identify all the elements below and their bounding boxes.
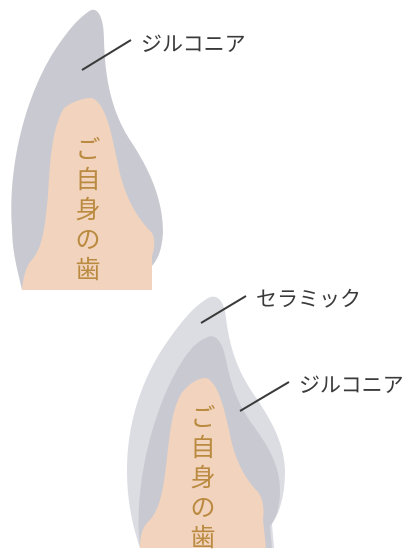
zirconia-crown-diagram: ご 自 身 の 歯 ジルコニア — [11, 9, 246, 290]
zirconia-label: ジルコニア — [299, 373, 404, 397]
natural-tooth-core — [22, 98, 155, 290]
natural-tooth-label: ご 自 身 の 歯 — [190, 403, 215, 552]
svg-text:ご: ご — [190, 403, 215, 432]
ceramic-zirconia-crown-diagram: ご 自 身 の 歯 セラミック ジルコニア — [127, 287, 404, 552]
natural-tooth-core — [140, 378, 266, 548]
zirconia-leader-line — [239, 381, 290, 412]
svg-text:身: 身 — [190, 463, 215, 492]
svg-text:歯: 歯 — [75, 255, 100, 284]
ceramic-leader-line — [200, 295, 247, 324]
svg-text:自: 自 — [190, 433, 215, 462]
ceramic-label: セラミック — [256, 287, 361, 311]
svg-text:の: の — [190, 493, 215, 522]
zirconia-label: ジルコニア — [141, 32, 246, 56]
natural-tooth-label: ご 自 身 の 歯 — [75, 135, 100, 284]
svg-text:身: 身 — [75, 195, 100, 224]
svg-text:ご: ご — [75, 135, 100, 164]
svg-text:の: の — [75, 225, 100, 254]
svg-text:歯: 歯 — [190, 523, 215, 552]
svg-text:自: 自 — [75, 165, 100, 194]
zirconia-leader-line — [81, 39, 132, 71]
